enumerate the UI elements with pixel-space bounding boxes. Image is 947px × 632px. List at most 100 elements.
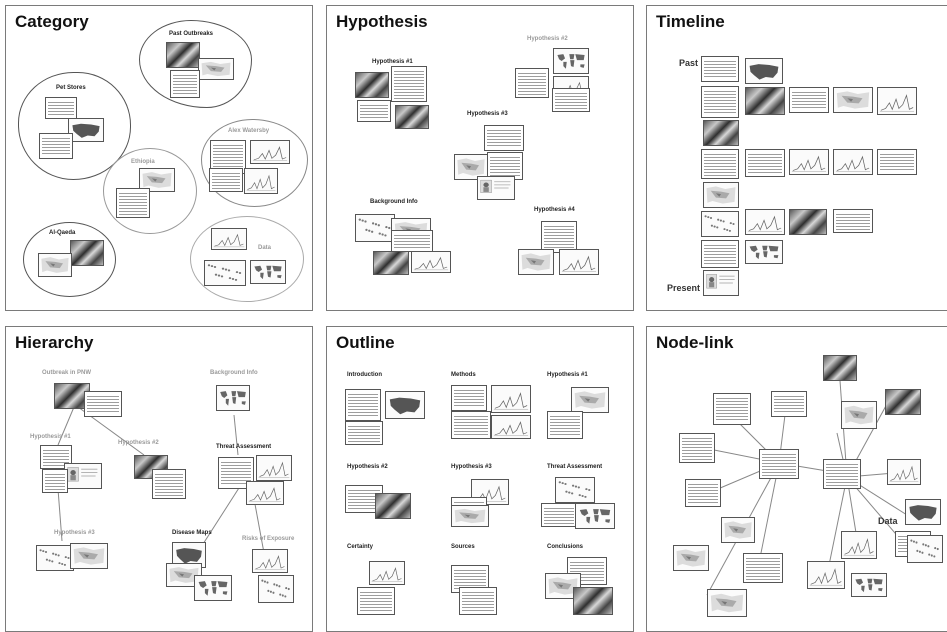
text-card[interactable] [451,411,491,439]
map-card[interactable] [673,545,709,571]
text-card[interactable] [823,459,861,489]
chart-card[interactable] [246,481,284,505]
map-card[interactable] [70,543,108,569]
chart-card[interactable] [369,561,405,585]
us-map-card[interactable] [385,391,425,419]
text-card[interactable] [45,97,77,119]
text-card[interactable] [170,70,200,98]
map-card[interactable] [833,87,873,113]
text-card[interactable] [391,230,433,252]
text-card[interactable] [877,149,917,175]
text-card[interactable] [484,125,524,151]
chart-card[interactable] [887,459,921,485]
chart-card[interactable] [250,140,290,164]
us-map-card[interactable] [745,58,783,84]
text-card[interactable] [451,385,487,411]
text-card[interactable] [759,449,799,479]
chart-card[interactable] [833,149,873,175]
scatter-card[interactable] [36,545,74,571]
text-card[interactable] [745,149,785,177]
text-card[interactable] [357,587,395,615]
text-card[interactable] [685,479,721,507]
portrait-card[interactable] [703,270,739,296]
text-card[interactable] [84,391,122,417]
chart-card[interactable] [559,249,599,275]
photo-card[interactable] [745,87,785,115]
chart-card[interactable] [491,415,531,439]
chart-card[interactable] [841,531,877,559]
scatter-card[interactable] [258,575,294,603]
text-card[interactable] [345,389,381,421]
scatter-card[interactable] [907,535,943,563]
chart-card[interactable] [789,149,829,175]
text-card[interactable] [547,411,583,439]
text-card[interactable] [701,149,739,179]
map-card[interactable] [707,589,747,617]
world-map-card[interactable] [194,575,232,601]
text-card[interactable] [833,209,873,233]
text-card[interactable] [515,68,549,98]
world-map-card[interactable] [250,260,286,284]
portrait-card[interactable] [64,463,102,489]
map-card[interactable] [451,505,489,527]
text-card[interactable] [487,152,523,180]
map-card[interactable] [841,401,877,429]
map-card[interactable] [703,182,739,208]
world-map-card[interactable] [575,503,615,529]
photo-card[interactable] [355,72,389,98]
text-card[interactable] [701,86,739,118]
chart-card[interactable] [244,168,278,194]
us-map-card[interactable] [68,118,104,142]
text-card[interactable] [345,421,383,445]
group-pet-stores[interactable] [18,72,131,180]
photo-card[interactable] [395,105,429,129]
chart-card[interactable] [411,251,451,273]
text-card[interactable] [679,433,715,463]
text-card[interactable] [39,133,73,159]
chart-card[interactable] [877,87,917,115]
map-card[interactable] [518,249,554,275]
chart-card[interactable] [807,561,845,589]
text-card[interactable] [743,553,783,583]
world-map-card[interactable] [553,48,589,74]
photo-card[interactable] [789,209,827,235]
portrait-card[interactable] [477,176,515,200]
group-alex-watersby[interactable] [201,119,308,207]
map-card[interactable] [454,154,488,180]
map-card[interactable] [571,387,609,413]
photo-card[interactable] [703,120,739,146]
text-card[interactable] [40,445,72,469]
text-card[interactable] [541,503,577,527]
chart-card[interactable] [256,455,292,481]
photo-card[interactable] [373,251,409,275]
scatter-card[interactable] [355,214,395,242]
text-card[interactable] [771,391,807,417]
chart-card[interactable] [211,228,247,250]
text-card[interactable] [116,188,150,218]
text-card[interactable] [391,66,427,102]
world-map-card[interactable] [745,240,783,264]
world-map-card[interactable] [216,385,250,411]
scatter-card[interactable] [555,477,595,503]
scatter-card[interactable] [204,260,246,286]
text-card[interactable] [552,88,590,112]
chart-card[interactable] [745,209,785,235]
text-card[interactable] [357,100,391,122]
photo-card[interactable] [885,389,921,415]
world-map-card[interactable] [851,573,887,597]
photo-card[interactable] [166,42,200,68]
text-card[interactable] [713,393,751,425]
photo-card[interactable] [70,240,104,266]
scatter-card[interactable] [701,211,739,237]
map-card[interactable] [721,517,755,543]
text-card[interactable] [789,87,829,113]
photo-card[interactable] [823,355,857,381]
map-card[interactable] [198,58,234,80]
group-data[interactable] [190,216,304,302]
map-card[interactable] [38,253,72,277]
map-card[interactable] [166,563,202,587]
photo-card[interactable] [573,587,613,615]
map-card[interactable] [139,168,175,192]
photo-card[interactable] [375,493,411,519]
text-card[interactable] [459,587,497,615]
